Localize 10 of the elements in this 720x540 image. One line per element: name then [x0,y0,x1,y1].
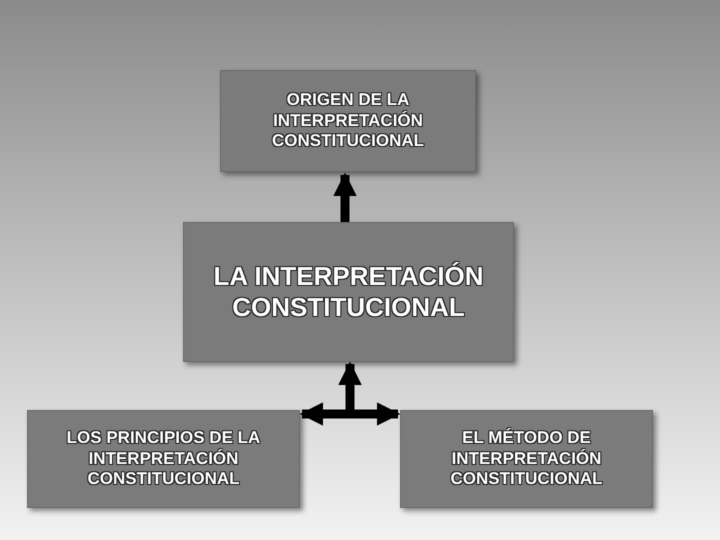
box-label: LOS PRINCIPIOS DE LA INTERPRETACIÓN CONSTITUCIONAL [66,427,262,490]
arrow [338,362,400,426]
box-label: ORIGEN DE LA INTERPRETACIÓN CONSTITUCIONAL [270,89,426,152]
process-box [183,222,514,362]
process-box [27,410,300,508]
process-box [400,410,653,508]
arrow [333,172,357,222]
process-box [220,70,476,172]
box-label: LA INTERPRETACIÓN CONSTITUCIONAL [212,260,485,324]
box-label: EL MÉTODO DE INTERPRETACIÓN CONSTITUCIONAL [449,427,604,490]
